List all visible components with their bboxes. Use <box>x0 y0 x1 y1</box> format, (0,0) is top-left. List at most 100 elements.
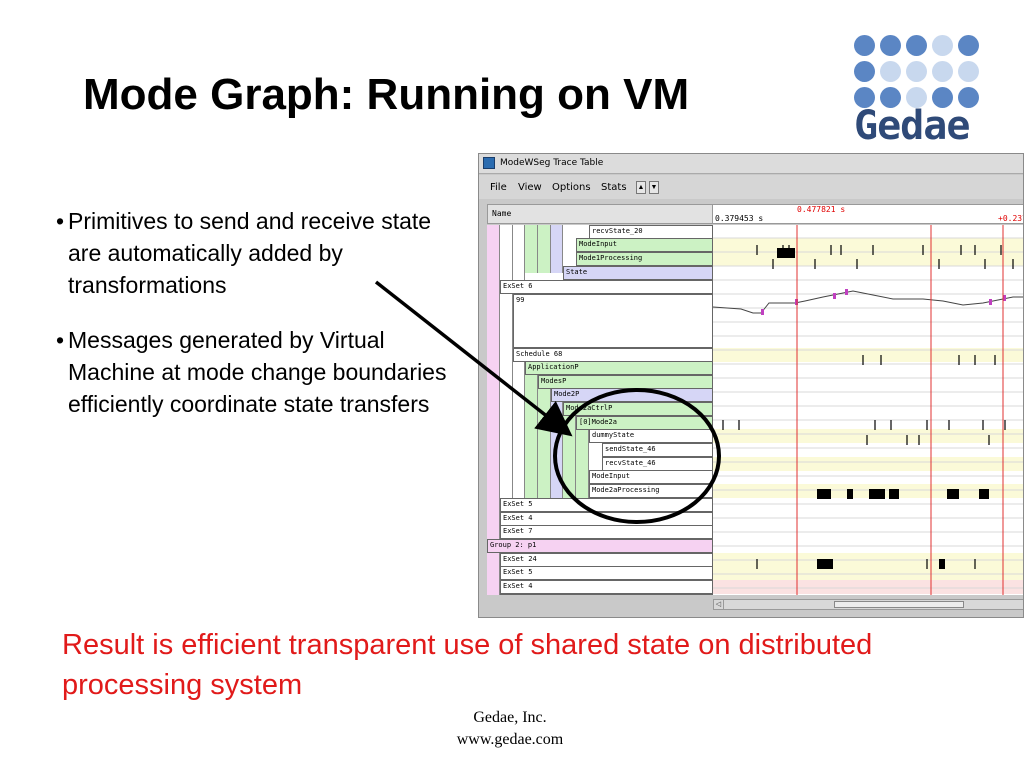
logo-dot-icon <box>932 35 953 56</box>
tree-node[interactable]: Mode2aCtrlP <box>563 402 713 416</box>
tree-node[interactable]: dummyState <box>589 429 713 443</box>
state-marker <box>833 293 836 299</box>
trace-event-block <box>889 489 899 499</box>
trace-lane <box>713 252 1023 266</box>
logo-text: Gedae <box>854 103 970 149</box>
tree-node[interactable]: ModesP <box>538 375 713 389</box>
logo-dot-icon <box>854 87 875 108</box>
trace-event-block <box>939 559 945 569</box>
bullet-dot-icon: • <box>56 208 65 234</box>
time-cursor-label: 0.477821 s <box>797 205 846 214</box>
trace-lane <box>713 484 1023 498</box>
footer-company: Gedae, Inc. <box>473 709 547 726</box>
trace-lane <box>713 580 1023 594</box>
trace-event-block <box>777 248 795 258</box>
state-marker <box>845 289 848 295</box>
logo-dot-icon <box>958 87 979 108</box>
tree-indent-green <box>563 401 576 510</box>
menu-options[interactable]: Options <box>552 182 591 193</box>
scroll-left-arrow-icon[interactable]: ◁ <box>714 600 724 609</box>
trace-lane <box>713 348 1023 362</box>
tree-node[interactable]: Schedule 68 <box>513 348 713 362</box>
tree-indent-green <box>538 225 551 273</box>
slide-title: Mode Graph: Running on VM <box>83 70 690 119</box>
state-marker <box>989 299 992 305</box>
state-marker <box>761 309 764 315</box>
time-start-label: 0.379453 s <box>715 214 764 223</box>
logo-dot-icon <box>906 61 927 82</box>
bullet-text: Primitives to send and receive state are… <box>68 208 432 298</box>
tree-node[interactable]: ExSet 5 <box>500 566 713 580</box>
tree-node[interactable]: ExSet 4 <box>500 512 713 526</box>
bullet-item: • Messages generated by Virtual Machine … <box>56 324 461 420</box>
tree-node[interactable]: ExSet 6 <box>500 280 713 294</box>
time-delta-label: +0.237 <box>998 214 1023 223</box>
trace-lane <box>713 566 1023 580</box>
menu-stats[interactable]: Stats <box>601 182 627 193</box>
tree-node[interactable]: ModeInput <box>576 238 713 252</box>
tree-node[interactable]: recvState_20 <box>589 225 713 239</box>
bullet-list: • Primitives to send and receive state a… <box>56 205 461 443</box>
menu-view[interactable]: View <box>518 182 542 193</box>
trace-canvas <box>713 225 1023 595</box>
logo-dot-icon <box>958 61 979 82</box>
gedae-logo: Gedae <box>852 33 984 149</box>
horizontal-scrollbar[interactable]: ◁ <box>713 599 1023 610</box>
logo-dot-icon <box>958 35 979 56</box>
menu-file[interactable]: File <box>490 182 507 193</box>
state-marker <box>1003 295 1006 301</box>
footer-website: www.gedae.com <box>456 731 564 748</box>
trace-timeline[interactable] <box>713 225 1023 595</box>
tree-node[interactable]: [0]Mode2a <box>576 416 713 430</box>
tree-node[interactable]: Mode2aProcessing <box>589 484 713 498</box>
logo-dot-icon <box>932 61 953 82</box>
tree-node[interactable]: Mode2P <box>551 388 713 402</box>
window-title: ModeWSeg Trace Table <box>500 158 604 168</box>
trace-event-block <box>817 559 833 569</box>
footer: Gedae, Inc. www.gedae.com <box>410 707 610 751</box>
tree-indent-green <box>538 373 551 510</box>
stats-up-arrow-icon[interactable]: ▲ <box>636 181 646 194</box>
state-value-line <box>713 290 1023 314</box>
logo-dot-icon <box>906 35 927 56</box>
logo-dot-icon <box>880 61 901 82</box>
tree-node[interactable]: ModeInput <box>589 470 713 484</box>
trace-table-window: ModeWSeg Trace Table File View Options S… <box>478 153 1024 618</box>
trace-lane <box>713 429 1023 443</box>
stats-down-arrow-icon[interactable]: ▼ <box>649 181 659 194</box>
conclusion-text: Result is efficient transparent use of s… <box>62 629 873 701</box>
tree-node[interactable]: State <box>563 266 713 280</box>
trace-event-block <box>947 489 959 499</box>
bullet-item: • Primitives to send and receive state a… <box>56 205 461 301</box>
scrollbar-thumb[interactable] <box>834 601 964 608</box>
tree-node[interactable]: ExSet 24 <box>500 553 713 567</box>
tree-indent-green <box>525 225 538 273</box>
logo-dot-icon <box>906 87 927 108</box>
trace-event-block <box>869 489 885 499</box>
tree-node[interactable]: sendState_46 <box>602 443 713 457</box>
time-axis-header: 0.379453 s 0.477821 s +0.237 <box>713 204 1023 224</box>
logo-dot-icon <box>932 87 953 108</box>
tree-node[interactable]: 99 <box>513 294 713 348</box>
tree-node[interactable]: ExSet 4 <box>500 580 713 594</box>
tree-node[interactable]: recvState_46 <box>602 457 713 471</box>
window-app-icon <box>483 157 495 169</box>
tree-node[interactable]: Group 2: p1 <box>487 539 713 553</box>
trace-lane <box>713 457 1023 471</box>
logo-dot-icon <box>854 35 875 56</box>
window-titlebar[interactable]: ModeWSeg Trace Table <box>479 154 1023 174</box>
tree-node[interactable]: ExSet 5 <box>500 498 713 512</box>
logo-dot-icon <box>880 35 901 56</box>
logo-dot-icon <box>854 61 875 82</box>
tree-node[interactable]: ExSet 7 <box>500 525 713 539</box>
name-column-header: Name <box>487 204 713 224</box>
trace-lane <box>713 238 1023 252</box>
window-menubar: File View Options Stats ▲ ▼ <box>479 175 1023 199</box>
trace-event-block <box>979 489 989 499</box>
logo-dot-icon <box>880 87 901 108</box>
tree-node[interactable]: ApplicationP <box>525 361 713 375</box>
bullet-dot-icon: • <box>56 327 65 353</box>
tree-node[interactable]: ExSet 30 <box>500 594 713 595</box>
tree-node[interactable]: Mode1Processing <box>576 252 713 266</box>
